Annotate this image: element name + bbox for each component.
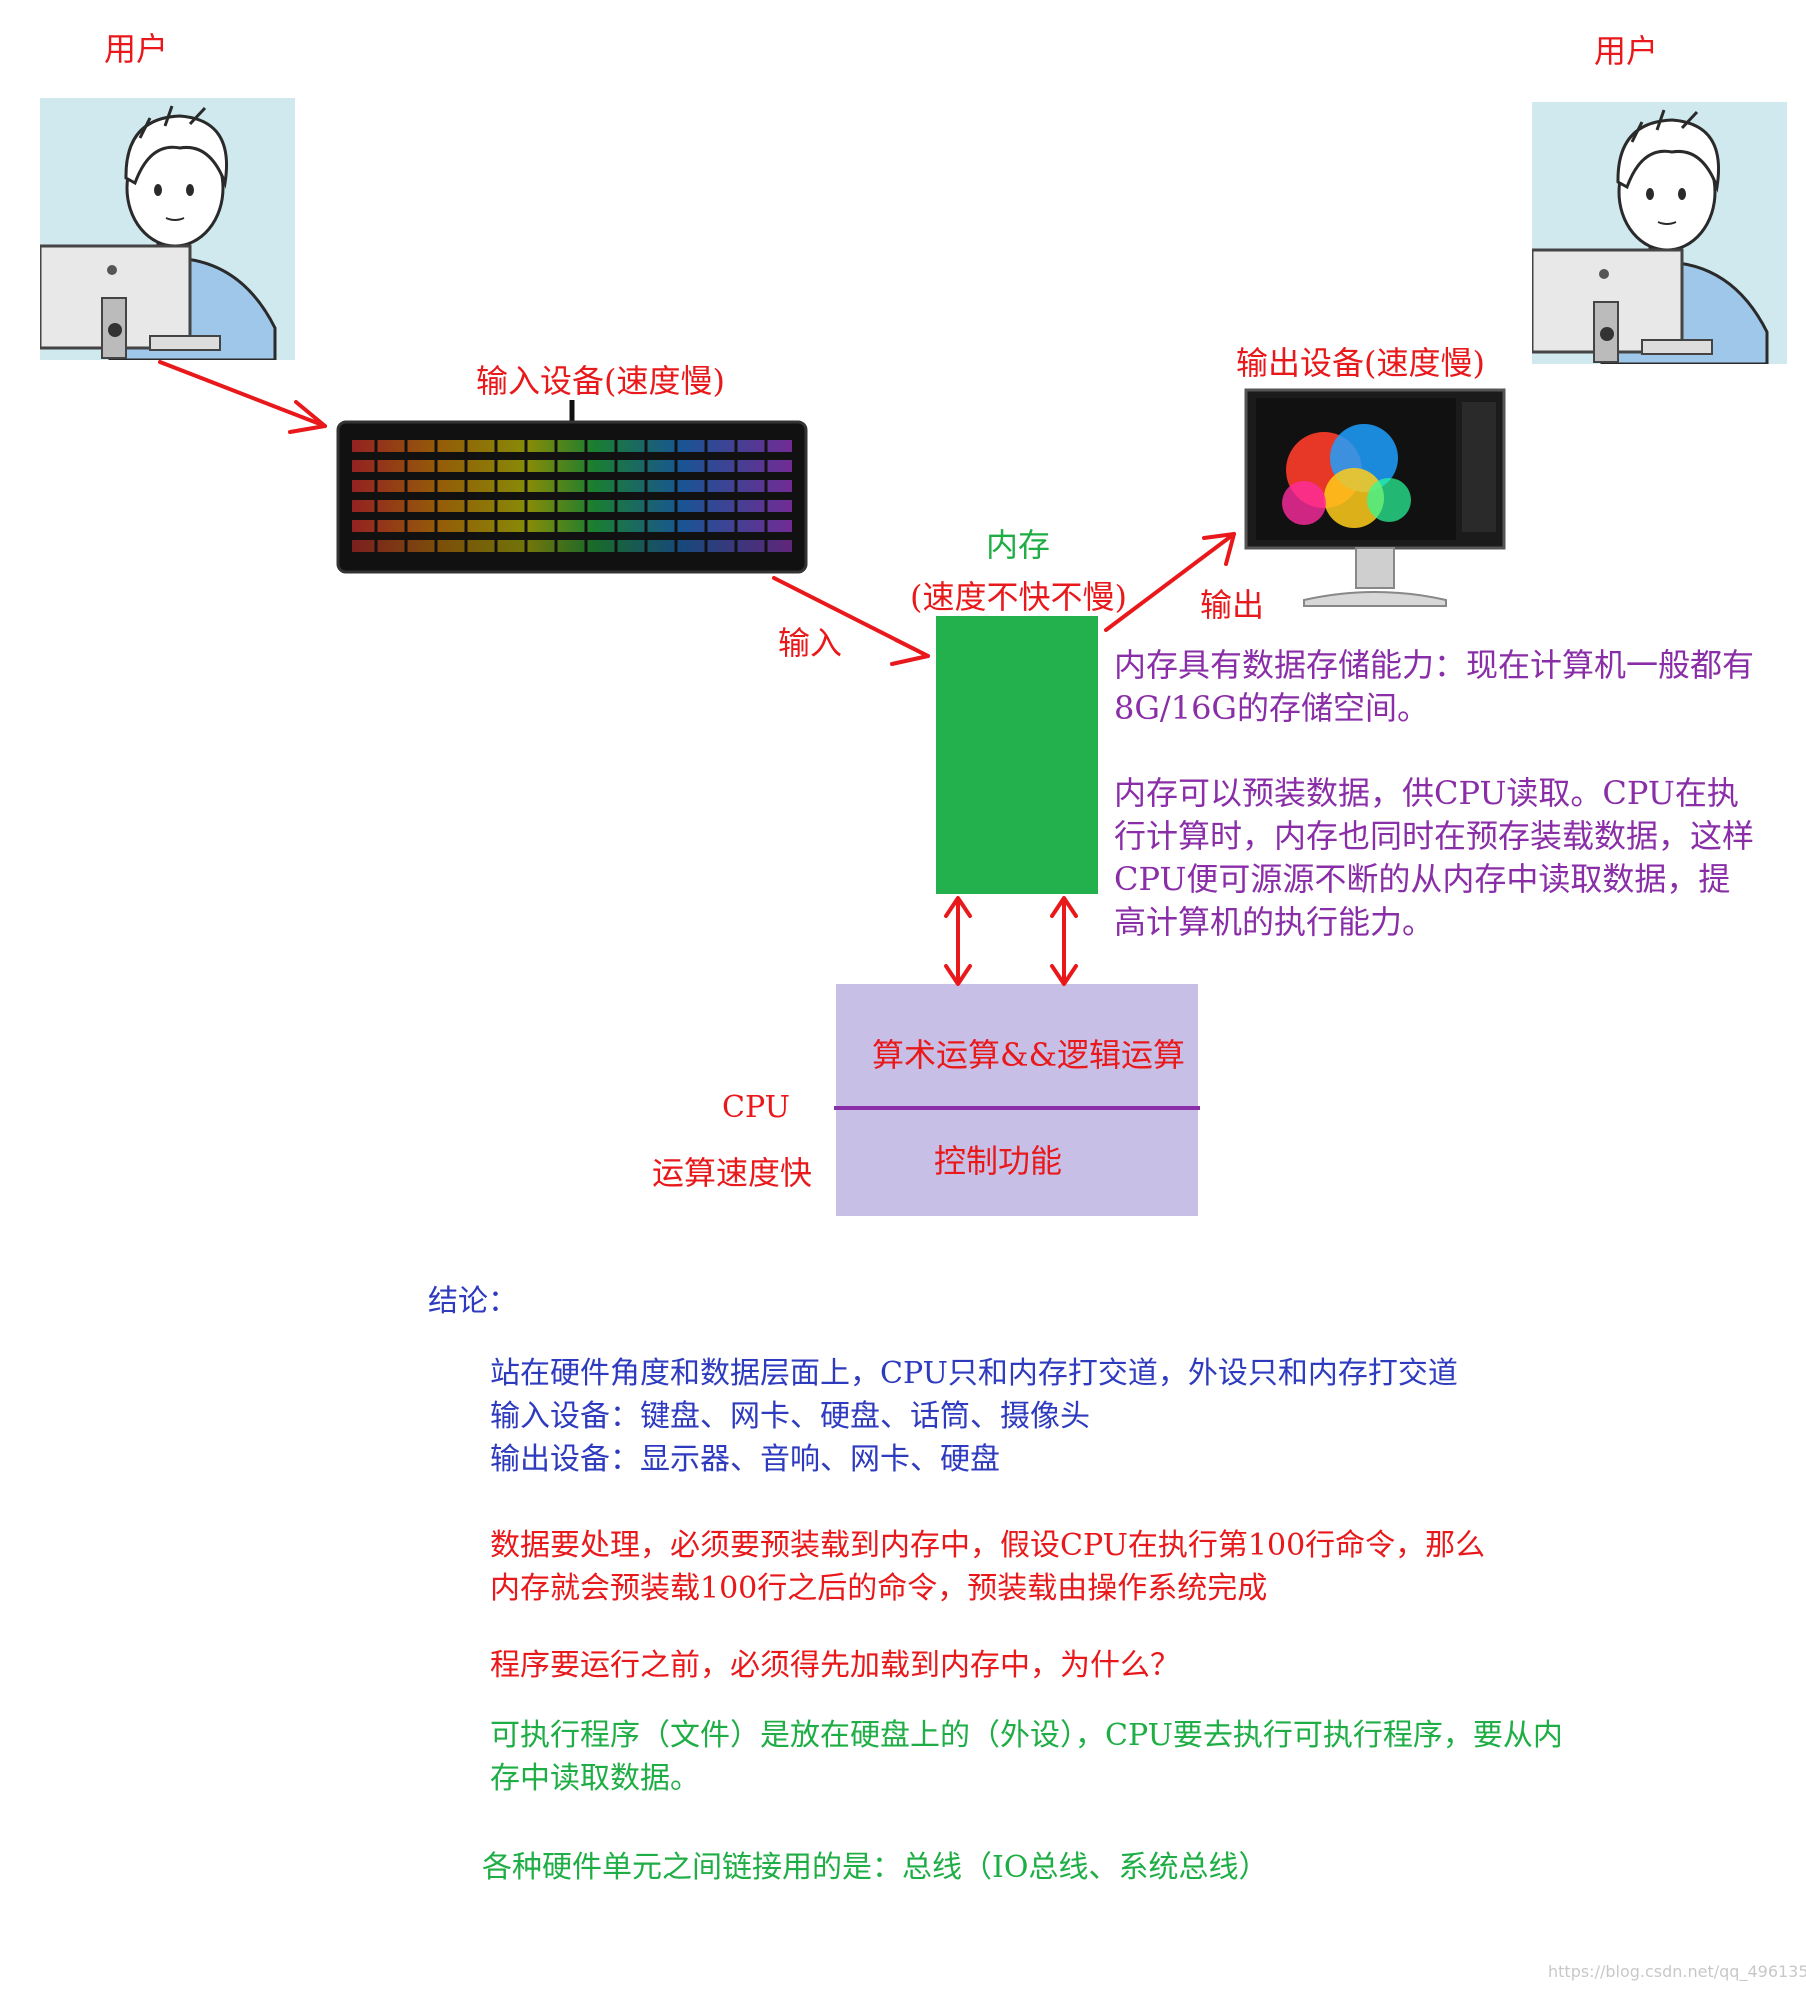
watermark: https://blog.csdn.net/qq_49613557 — [1548, 1962, 1806, 1981]
conclusion-line: 可执行程序（文件）是放在硬盘上的（外设），CPU要去执行可执行程序，要从内 — [490, 1710, 1563, 1754]
conclusion-line: 输入设备：键盘、网卡、硬盘、话筒、摄像头 — [490, 1391, 1090, 1435]
conclusion-heading: 结论： — [428, 1276, 518, 1320]
conclusion-line: 数据要处理，必须要预装载到内存中，假设CPU在执行第100行命令，那么 — [490, 1520, 1485, 1564]
conclusion-line: 内存就会预装载100行之后的命令，预装载由操作系统完成 — [490, 1563, 1267, 1607]
user-to-keyboard-arrow — [160, 362, 325, 426]
user-to-keyboard-arrowhead — [290, 402, 325, 432]
keyboard-to-memory-arrowhead — [892, 640, 928, 664]
conclusion-line: 输出设备：显示器、音响、网卡、硬盘 — [490, 1434, 1000, 1478]
conclusion-line: 各种硬件单元之间链接用的是：总线（IO总线、系统总线） — [482, 1842, 1268, 1886]
memory-to-monitor-arrow — [1106, 534, 1234, 630]
conclusion-line: 存中读取数据。 — [490, 1753, 700, 1797]
conclusion-line: 站在硬件角度和数据层面上，CPU只和内存打交道，外设只和内存打交道 — [490, 1348, 1458, 1392]
conclusion-line: 程序要运行之前，必须得先加载到内存中，为什么？ — [490, 1640, 1180, 1684]
